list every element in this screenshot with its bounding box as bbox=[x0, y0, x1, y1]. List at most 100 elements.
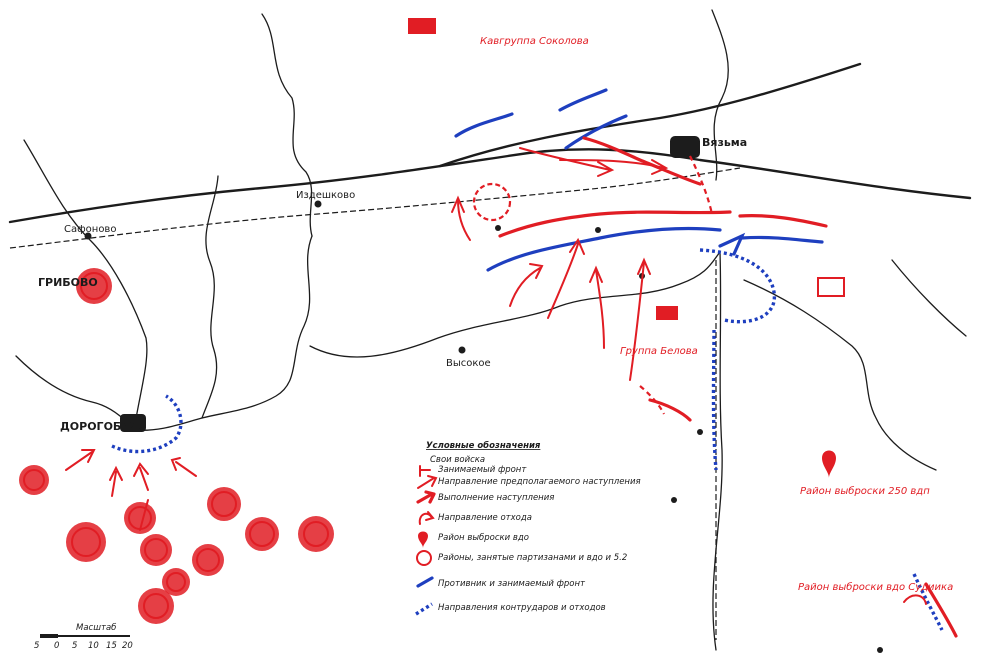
legend-item-partisans: Районы, занятые партизанами и вдо и 5.2 bbox=[438, 553, 627, 563]
town-label-vyazma: Вязьма bbox=[702, 136, 747, 149]
own-front-center bbox=[498, 210, 732, 238]
dorogobuzh-marker bbox=[120, 414, 146, 432]
town-dot-5 bbox=[671, 497, 677, 503]
own-attack-3 bbox=[629, 257, 651, 381]
legend-own-heading: Свои войска bbox=[430, 455, 485, 465]
enemy-front-east-2 bbox=[740, 235, 824, 244]
legend-item-airdrop: Район выброски вдо bbox=[438, 533, 529, 543]
partisan-zone-8 bbox=[162, 568, 190, 596]
town-dot-1 bbox=[495, 225, 501, 231]
own-attack-7 bbox=[65, 449, 96, 471]
own-attack-9 bbox=[133, 462, 149, 491]
legend-item-withdraw: Направление отхода bbox=[438, 513, 532, 523]
map-legend: Условные обозначения Свои войска Занимае… bbox=[415, 440, 641, 616]
legend-symbol-enemy-counter bbox=[415, 602, 433, 616]
enemy-arrow-north bbox=[718, 232, 746, 256]
own-attack-1 bbox=[547, 237, 585, 319]
partisan-zone-7 bbox=[192, 544, 224, 576]
enemy-front-north-2 bbox=[558, 88, 608, 112]
town-dot-6 bbox=[877, 647, 883, 653]
borisovo-flag-marker bbox=[817, 277, 845, 297]
town-label-gribovo: ГРИБОВО bbox=[38, 276, 98, 289]
legend-symbol-enemy-front bbox=[416, 576, 434, 588]
partisan-zone-3 bbox=[124, 502, 156, 534]
own-attack-6 bbox=[559, 159, 669, 175]
sokolov-group-marker bbox=[408, 18, 436, 34]
river-south bbox=[309, 251, 721, 358]
town-label-dorogobuzh: ДОРОГОБУЖ bbox=[60, 420, 144, 433]
partisan-zone-gribovo bbox=[76, 268, 112, 304]
own-withdraw-2 bbox=[903, 594, 927, 605]
partisan-zone-6 bbox=[245, 517, 279, 551]
own-attack-8 bbox=[109, 465, 123, 497]
enemy-front-east-arc bbox=[699, 248, 776, 324]
legend-item-enemy-front: Противник и занимаемый фронт bbox=[438, 579, 586, 589]
road-main bbox=[9, 167, 741, 249]
belov-marker bbox=[656, 306, 678, 320]
legend-item-enemy-counter: Направления контрударов и отходов bbox=[438, 603, 606, 613]
legend-symbol-withdraw bbox=[418, 511, 435, 525]
partisan-zone-4 bbox=[140, 534, 172, 566]
enemy-front-central bbox=[486, 226, 722, 272]
own-front-north bbox=[582, 136, 702, 186]
railway-north bbox=[438, 62, 862, 168]
enemy-front-north-3 bbox=[564, 114, 628, 150]
river-northeast bbox=[711, 9, 729, 181]
town-label-safonovo: Сафоново bbox=[64, 224, 116, 235]
own-front-south bbox=[648, 398, 692, 422]
river-west-edge bbox=[23, 139, 148, 431]
partisan-zone-10 bbox=[298, 516, 334, 552]
scale-tick-3: 10 bbox=[88, 641, 99, 651]
legend-item-planned: Направление предполагаемого наступления bbox=[438, 477, 641, 487]
safonovo-marker bbox=[84, 232, 92, 240]
partisan-zone-9 bbox=[138, 588, 174, 624]
legend-symbol-front bbox=[419, 465, 431, 477]
river-lower-west bbox=[15, 355, 135, 431]
label-rayon-vybroski-sudiyka: Район выброски вдо Судиика bbox=[798, 581, 953, 593]
legend-symbol-executed bbox=[416, 490, 436, 504]
partisan-zone-1 bbox=[19, 465, 49, 495]
scale-segment bbox=[40, 634, 58, 638]
own-attack-2 bbox=[589, 265, 605, 349]
zone-250-drop-marker bbox=[822, 450, 836, 478]
river-far-east bbox=[891, 259, 967, 337]
label-rayon-vybroski-250: Район выброски 250 вдп bbox=[800, 485, 930, 497]
vyazma-marker bbox=[670, 136, 700, 158]
scale-tick-0: 5 bbox=[34, 641, 39, 651]
scale-tick-1: 0 bbox=[54, 641, 59, 651]
enemy-arc-dorogobuzh bbox=[111, 394, 183, 454]
legend-item-front: Занимаемый фронт bbox=[438, 465, 527, 475]
legend-title: Условные обозначения bbox=[426, 440, 541, 451]
river-west bbox=[201, 175, 219, 419]
own-front-southeast bbox=[924, 582, 958, 638]
river-north bbox=[261, 13, 313, 237]
railway-main bbox=[8, 148, 972, 224]
own-attack-4 bbox=[451, 195, 471, 241]
own-attack-5 bbox=[519, 147, 615, 177]
river-ugra bbox=[743, 279, 937, 471]
river-dnieper bbox=[133, 235, 313, 431]
legend-symbol-planned bbox=[417, 475, 438, 489]
town-label-vysokoe: Высокое bbox=[446, 358, 491, 369]
town-label-izdeshkovo: Издешково bbox=[296, 190, 355, 201]
partisan-zone-2 bbox=[66, 522, 106, 562]
own-withdraw-1 bbox=[509, 263, 544, 307]
scale-tick-2: 5 bbox=[72, 641, 77, 651]
enemy-push-south bbox=[711, 329, 718, 471]
town-dot-4 bbox=[697, 429, 703, 435]
legend-item-executed: Выполнение наступления bbox=[438, 493, 554, 503]
river-east bbox=[712, 251, 723, 651]
legend-symbol-airdrop bbox=[418, 531, 428, 548]
legend-symbol-partisans bbox=[416, 550, 432, 566]
izdeshkovo-marker bbox=[314, 200, 322, 208]
town-dot-2 bbox=[595, 227, 601, 233]
partisan-zone-5 bbox=[207, 487, 241, 521]
label-kavgruppa-sokolova: Кавгруппа Соколова bbox=[480, 36, 589, 47]
own-front-east bbox=[738, 214, 828, 228]
own-dash-1 bbox=[689, 155, 714, 215]
airdrop-circle-nw bbox=[472, 182, 512, 222]
map-scale: Масштаб 5 0 5 10 15 20 bbox=[34, 623, 133, 651]
scale-tick-4: 15 bbox=[106, 641, 117, 651]
vysokoe-marker bbox=[458, 346, 466, 354]
